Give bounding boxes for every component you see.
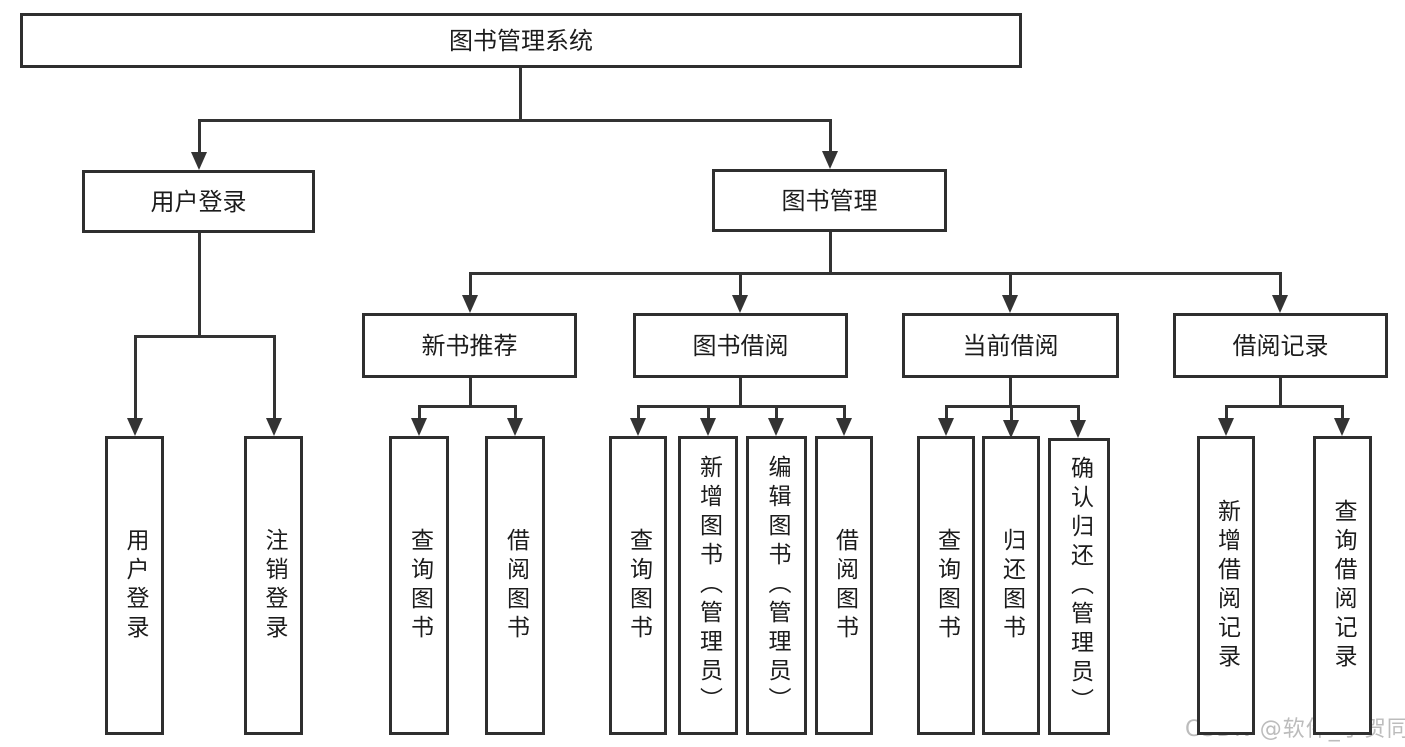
node-user-login: 用户登录 bbox=[82, 170, 315, 233]
node-root: 图书管理系统 bbox=[20, 13, 1022, 68]
connector-line bbox=[829, 232, 832, 274]
node-book-mgmt: 图书管理 bbox=[712, 169, 947, 232]
node-leaf-bor-add: 新增图书（管理员） bbox=[678, 436, 738, 735]
arrowhead-down-icon bbox=[411, 418, 427, 436]
node-book-borrow: 图书借阅 bbox=[633, 313, 848, 378]
arrowhead-down-icon bbox=[1334, 418, 1350, 436]
connector-line bbox=[1279, 378, 1282, 407]
node-label: 新增图书（管理员） bbox=[695, 455, 722, 716]
connector-line bbox=[1009, 378, 1012, 407]
connector-line bbox=[775, 405, 778, 421]
arrowhead-down-icon bbox=[266, 418, 282, 436]
arrowhead-down-icon bbox=[822, 151, 838, 169]
node-leaf-rec-qry-record: 查询借阅记录 bbox=[1313, 436, 1372, 735]
arrowhead-down-icon bbox=[1070, 420, 1086, 438]
connector-line bbox=[1009, 272, 1012, 298]
connector-line bbox=[418, 405, 517, 408]
node-label: 图书管理系统 bbox=[449, 26, 593, 55]
connector-line bbox=[945, 405, 948, 421]
connector-line bbox=[469, 378, 472, 407]
arrowhead-down-icon bbox=[462, 295, 478, 313]
node-leaf-cur-query: 查询图书 bbox=[917, 436, 975, 735]
arrowhead-down-icon bbox=[630, 418, 646, 436]
connector-line bbox=[1225, 405, 1344, 408]
arrowhead-down-icon bbox=[768, 418, 784, 436]
connector-line bbox=[1225, 405, 1228, 421]
connector-line bbox=[843, 405, 846, 421]
node-label: 图书借阅 bbox=[692, 331, 789, 360]
node-label: 查询图书 bbox=[406, 527, 433, 644]
connector-line bbox=[1010, 405, 1013, 421]
node-label: 借阅图书 bbox=[831, 527, 858, 644]
connector-line bbox=[637, 405, 846, 408]
connector-line bbox=[273, 335, 276, 420]
node-label: 用户登录 bbox=[122, 527, 148, 644]
node-leaf-bor-edit: 编辑图书（管理员） bbox=[746, 436, 807, 735]
connector-line bbox=[829, 119, 832, 153]
node-label: 当前借阅 bbox=[962, 331, 1059, 360]
node-leaf-cur-confirm: 确认归还（管理员） bbox=[1048, 438, 1110, 735]
node-leaf-user-login: 用户登录 bbox=[105, 436, 164, 735]
connector-line bbox=[514, 405, 517, 421]
node-label: 注销登录 bbox=[261, 527, 287, 644]
node-label: 借阅记录 bbox=[1232, 331, 1329, 360]
node-leaf-bor-query: 查询图书 bbox=[609, 436, 667, 735]
arrowhead-down-icon bbox=[1218, 418, 1234, 436]
connector-line bbox=[198, 233, 201, 337]
node-label: 用户登录 bbox=[150, 187, 247, 216]
node-borrow-record: 借阅记录 bbox=[1173, 313, 1388, 378]
arrowhead-down-icon bbox=[700, 418, 716, 436]
node-label: 新增借阅记录 bbox=[1213, 498, 1240, 673]
node-leaf-rec-query: 查询图书 bbox=[389, 436, 449, 735]
node-label: 查询图书 bbox=[933, 527, 960, 644]
connector-line bbox=[519, 68, 522, 121]
arrowhead-down-icon bbox=[836, 418, 852, 436]
connector-line bbox=[469, 272, 1282, 275]
arrowhead-down-icon bbox=[127, 418, 143, 436]
node-label: 归还图书 bbox=[998, 527, 1025, 644]
connector-line bbox=[469, 272, 472, 298]
node-leaf-rec-borrow: 借阅图书 bbox=[485, 436, 545, 735]
connector-line bbox=[637, 405, 640, 421]
node-label: 编辑图书（管理员） bbox=[764, 455, 790, 716]
connector-line bbox=[1077, 405, 1080, 421]
connector-line bbox=[739, 272, 742, 298]
arrowhead-down-icon bbox=[1002, 295, 1018, 313]
connector-line bbox=[739, 378, 742, 407]
node-current-borrow: 当前借阅 bbox=[902, 313, 1119, 378]
node-label: 新书推荐 bbox=[421, 331, 518, 360]
arrowhead-down-icon bbox=[1272, 295, 1288, 313]
arrowhead-down-icon bbox=[191, 152, 207, 170]
connector-line bbox=[707, 405, 710, 421]
node-label: 图书管理 bbox=[781, 186, 878, 215]
node-label: 查询借阅记录 bbox=[1330, 498, 1356, 673]
connector-line bbox=[198, 119, 831, 122]
connector-line bbox=[1341, 405, 1344, 421]
arrowhead-down-icon bbox=[1003, 420, 1019, 438]
connector-line bbox=[198, 119, 201, 153]
node-new-book-rec: 新书推荐 bbox=[362, 313, 577, 378]
arrowhead-down-icon bbox=[507, 418, 523, 436]
node-label: 查询图书 bbox=[625, 527, 652, 644]
node-leaf-bor-borrow: 借阅图书 bbox=[815, 436, 873, 735]
connector-line bbox=[134, 335, 275, 338]
connector-line bbox=[134, 335, 137, 420]
node-label: 确认归还（管理员） bbox=[1066, 456, 1093, 717]
node-leaf-rec-add-record: 新增借阅记录 bbox=[1197, 436, 1255, 735]
connector-line bbox=[1279, 272, 1282, 298]
connector-line bbox=[418, 405, 421, 421]
arrowhead-down-icon bbox=[732, 295, 748, 313]
node-label: 借阅图书 bbox=[502, 527, 529, 644]
arrowhead-down-icon bbox=[938, 418, 954, 436]
node-leaf-logout: 注销登录 bbox=[244, 436, 303, 735]
node-leaf-cur-return: 归还图书 bbox=[982, 436, 1040, 735]
